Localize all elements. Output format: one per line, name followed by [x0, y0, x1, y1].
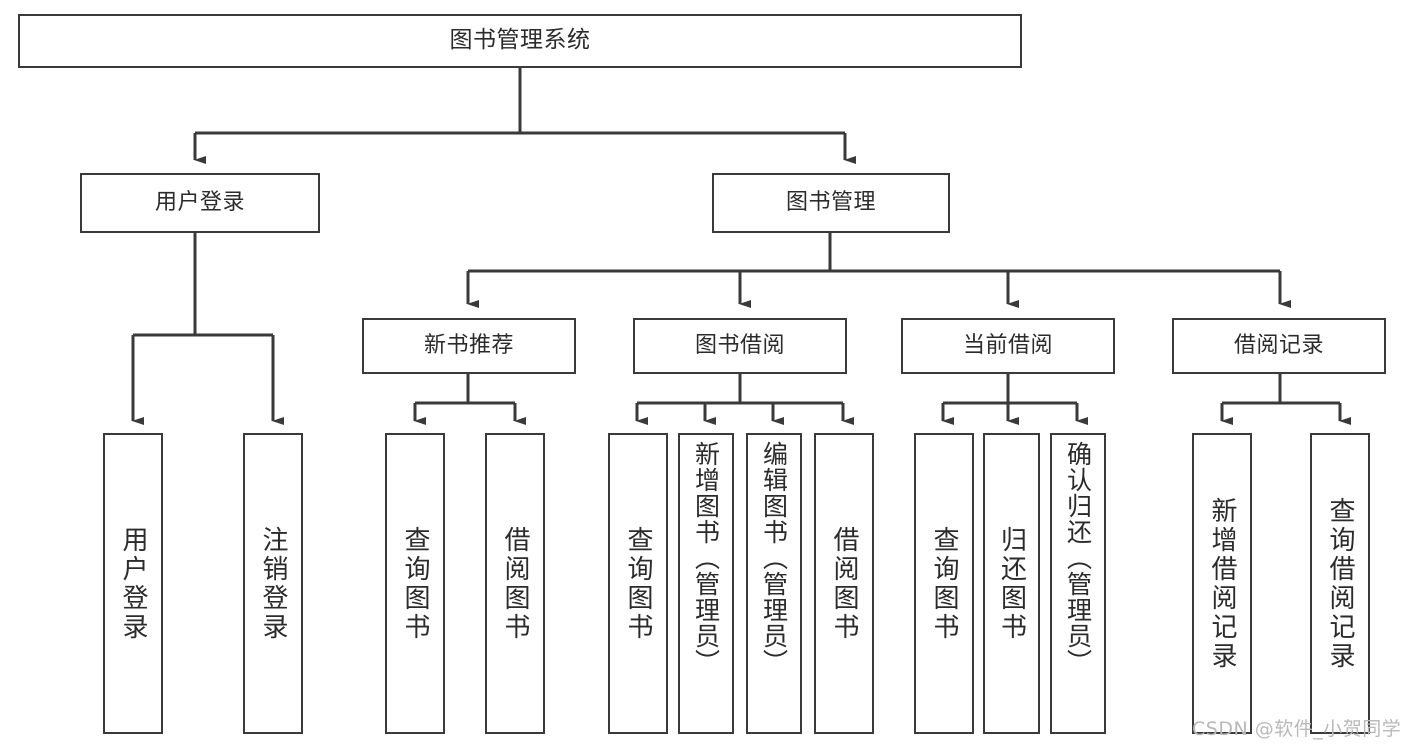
- node-current-borrow[interactable]: 当前借阅: [901, 318, 1115, 374]
- node-label: 新书推荐: [423, 332, 514, 358]
- node-label: 新增图书（管理员）: [691, 441, 721, 675]
- node-label: 编辑图书（管理员）: [759, 441, 789, 675]
- node-label: 借阅图书: [500, 525, 530, 642]
- leaf-user-login[interactable]: 用户登录: [103, 433, 163, 734]
- node-label: 查询图书: [623, 525, 653, 642]
- leaf-add-borrow-record[interactable]: 新增借阅记录: [1192, 433, 1252, 734]
- leaf-add-book-admin[interactable]: 新增图书（管理员）: [678, 433, 734, 734]
- node-borrow-records[interactable]: 借阅记录: [1172, 318, 1386, 374]
- node-label: 查询图书: [929, 525, 959, 642]
- node-label: 查询图书: [400, 525, 430, 642]
- leaf-borrow-book[interactable]: 借阅图书: [814, 433, 874, 734]
- node-book-management[interactable]: 图书管理: [712, 173, 950, 233]
- node-label: 用户登录: [154, 189, 245, 215]
- leaf-return-book[interactable]: 归还图书: [983, 433, 1040, 734]
- node-label: 当前借阅: [962, 332, 1053, 358]
- node-label: 确认归还（管理员）: [1063, 441, 1093, 675]
- node-root[interactable]: 图书管理系统: [18, 14, 1022, 68]
- node-book-borrow[interactable]: 图书借阅: [633, 318, 847, 374]
- node-label: 图书借阅: [694, 332, 785, 358]
- node-new-book-recommend[interactable]: 新书推荐: [362, 318, 576, 374]
- node-user-login[interactable]: 用户登录: [80, 173, 320, 233]
- leaf-query-book-borrow[interactable]: 查询图书: [608, 433, 668, 734]
- node-label: 借阅图书: [829, 525, 859, 642]
- node-label: 图书管理: [785, 189, 876, 215]
- leaf-confirm-return-admin[interactable]: 确认归还（管理员）: [1050, 433, 1106, 734]
- node-label: 新增借阅记录: [1207, 496, 1237, 671]
- watermark: CSDN @软件_小贺同学: [1192, 718, 1402, 740]
- node-label: 用户登录: [118, 525, 148, 642]
- node-label: 注销登录: [258, 525, 288, 642]
- node-label: 归还图书: [996, 525, 1027, 642]
- leaf-query-book-recommend[interactable]: 查询图书: [385, 433, 445, 734]
- leaf-logout[interactable]: 注销登录: [243, 433, 303, 734]
- leaf-query-book-current[interactable]: 查询图书: [914, 433, 974, 734]
- node-label: 查询借阅记录: [1325, 496, 1355, 671]
- leaf-edit-book-admin[interactable]: 编辑图书（管理员）: [746, 433, 802, 734]
- node-label: 图书管理系统: [449, 27, 591, 54]
- node-label: 借阅记录: [1233, 332, 1324, 358]
- leaf-borrow-book-recommend[interactable]: 借阅图书: [485, 433, 545, 734]
- leaf-query-borrow-record[interactable]: 查询借阅记录: [1310, 433, 1370, 734]
